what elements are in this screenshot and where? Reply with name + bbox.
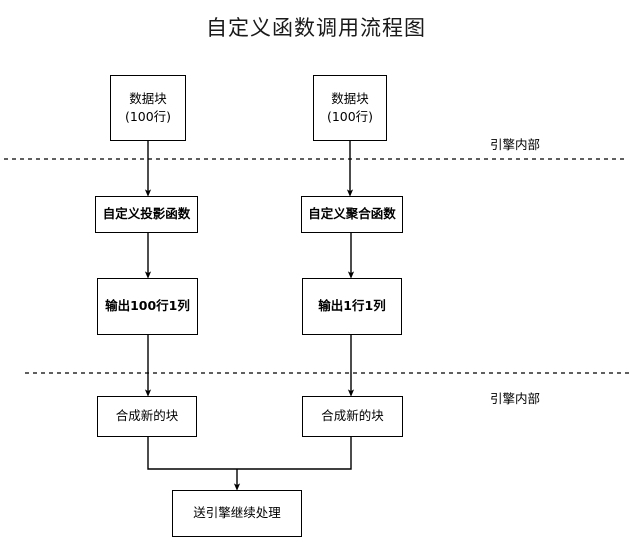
- node-send-to-engine[interactable]: 送引擎继续处理: [172, 490, 302, 537]
- node-left-data-block[interactable]: 数据块 (100行): [110, 75, 186, 141]
- edge-merge-join-to-send: [147, 437, 352, 470]
- node-right-merge-block[interactable]: 合成新的块: [302, 396, 403, 437]
- node-right-aggregate-function[interactable]: 自定义聚合函数: [301, 196, 403, 233]
- node-left-output[interactable]: 输出100行1列: [97, 278, 198, 335]
- page-title: 自定义函数调用流程图: [206, 16, 426, 40]
- node-right-output[interactable]: 输出1行1列: [302, 278, 402, 335]
- node-left-projection-function[interactable]: 自定义投影函数: [95, 196, 198, 233]
- node-right-data-block[interactable]: 数据块 (100行): [313, 75, 387, 141]
- node-left-merge-block[interactable]: 合成新的块: [97, 396, 197, 437]
- zone-label-engine-internal-bottom: 引擎内部: [490, 391, 541, 406]
- zone-label-engine-internal-top: 引擎内部: [490, 137, 541, 152]
